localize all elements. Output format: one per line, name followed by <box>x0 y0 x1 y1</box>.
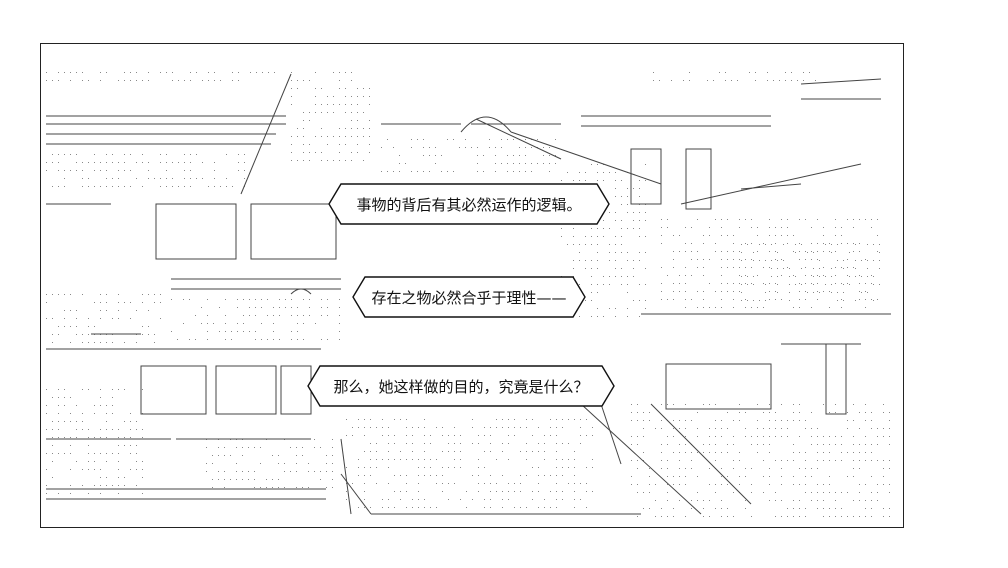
dialogue-text-1: 事物的背后有其必然运作的逻辑。 <box>356 195 582 214</box>
speech-bubble-2: 存在之物必然合乎于理性—— <box>352 276 586 318</box>
dotted-shading <box>46 72 890 517</box>
dialogue-text-3: 那么，她这样做的目的，究竟是什么？ <box>333 377 589 396</box>
dialogue-text-2: 存在之物必然合乎于理性—— <box>371 288 567 307</box>
ascii-art-scene <box>46 72 891 517</box>
manga-panel: 事物的背后有其必然运作的逻辑。 存在之物必然合乎于理性—— 那么，她这样做的目的… <box>40 43 904 528</box>
speech-bubble-1: 事物的背后有其必然运作的逻辑。 <box>328 183 610 225</box>
speech-bubble-3: 那么，她这样做的目的，究竟是什么？ <box>307 365 615 407</box>
scene-lines <box>46 73 891 515</box>
